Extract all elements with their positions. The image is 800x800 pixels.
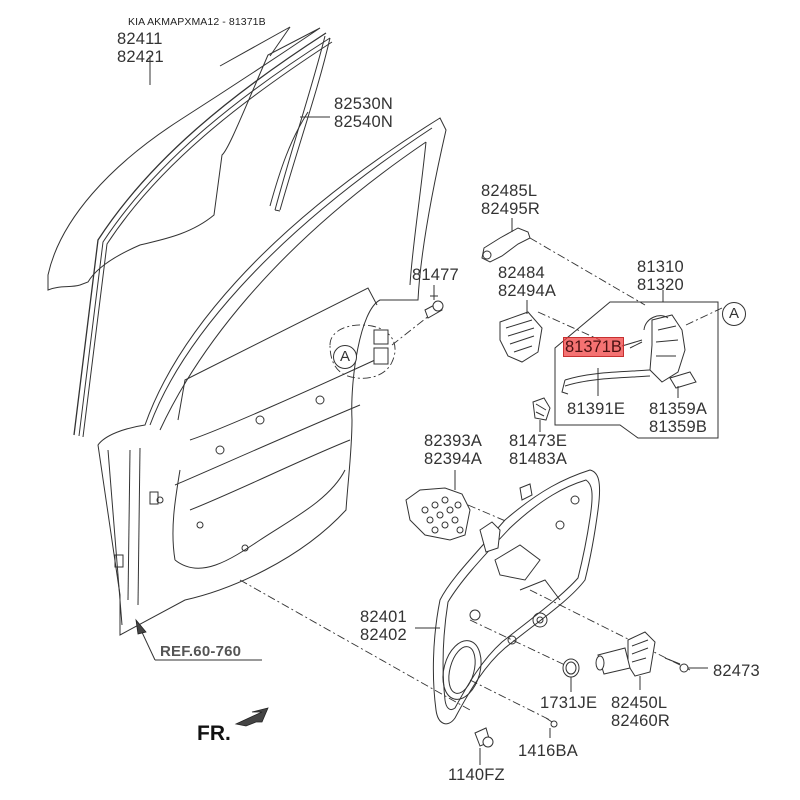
bracket-82485-drawing: [481, 218, 646, 306]
label-latch-assembly[interactable]: 81310 81320: [637, 258, 684, 294]
latch-box: [554, 290, 723, 439]
part-number[interactable]: 81359B: [649, 418, 708, 436]
label-screw-81477[interactable]: 81477: [412, 266, 459, 284]
label-bracket-82485[interactable]: 82485L 82495R: [481, 182, 540, 218]
bolt-1140-drawing: [474, 727, 494, 765]
channel-drawing: [269, 111, 309, 207]
label-cable-81391[interactable]: 81391E: [567, 400, 625, 418]
part-number[interactable]: 82530N: [334, 95, 393, 113]
detail-a-region: [329, 314, 431, 379]
label-bolt-82473[interactable]: 82473: [713, 662, 760, 680]
plug-drawing: [562, 658, 580, 692]
screw-81477-drawing: [424, 285, 444, 319]
glass-run-drawing: [73, 32, 333, 438]
bolt-82473-drawing: [664, 657, 708, 673]
reference-link[interactable]: REF.60-760: [160, 643, 242, 660]
part-number[interactable]: 82473: [713, 662, 760, 680]
part-number[interactable]: 82495R: [481, 200, 540, 218]
part-number[interactable]: 82411: [117, 30, 163, 48]
part-number[interactable]: 81310: [637, 258, 684, 276]
label-window-glass[interactable]: 82411 82421: [117, 30, 164, 66]
label-bolt-1140[interactable]: 1140FZ: [448, 766, 505, 784]
label-clip-1416[interactable]: 1416BA: [518, 742, 578, 760]
label-handle-bracket[interactable]: 82484 82494A: [498, 264, 556, 300]
label-pad-82393[interactable]: 82393A 82394A: [424, 432, 482, 468]
door-shell-drawing: [97, 117, 447, 636]
pad-82393-drawing: [405, 470, 516, 541]
part-number[interactable]: 82460R: [611, 712, 670, 730]
handle-bracket-drawing: [499, 300, 601, 363]
part-number[interactable]: 1416BA: [518, 742, 578, 760]
part-number[interactable]: 81483A: [509, 450, 568, 468]
part-number[interactable]: 82401: [360, 608, 407, 626]
part-number[interactable]: 82402: [360, 626, 407, 644]
part-number[interactable]: 82450L: [611, 694, 668, 712]
leader-lines: [135, 26, 643, 661]
label-actuator-81359[interactable]: 81359A 81359B: [649, 400, 707, 436]
diagram-title: KIA AKMAPXMA12 - 81371B: [128, 16, 266, 28]
module-panel-drawing: [432, 469, 691, 725]
detail-marker-a-door: A: [333, 345, 357, 369]
detail-marker-a-latch: A: [722, 302, 746, 326]
label-module-panel[interactable]: 82401 82402: [360, 608, 407, 644]
front-indicator: FR.: [197, 722, 231, 745]
part-number[interactable]: 82394A: [424, 450, 483, 468]
part-number[interactable]: 81320: [637, 276, 684, 294]
part-number[interactable]: 81359A: [649, 400, 708, 418]
part-number[interactable]: 81477: [412, 266, 459, 284]
window-glass-drawing: [47, 27, 321, 291]
part-number[interactable]: 82494A: [498, 282, 557, 300]
front-arrow-icon: [234, 707, 269, 727]
part-number[interactable]: 82393A: [424, 432, 483, 450]
label-striker-81473[interactable]: 81473E 81483A: [509, 432, 567, 468]
part-number[interactable]: 81391E: [567, 400, 626, 418]
label-glass-run[interactable]: 82530N 82540N: [334, 95, 393, 131]
assembly-line: [239, 579, 471, 711]
highlighted-part-81371b[interactable]: 81371B: [563, 337, 624, 357]
part-number[interactable]: 82485L: [481, 182, 538, 200]
label-plug-1731[interactable]: 1731JE: [540, 694, 597, 712]
part-number[interactable]: 82540N: [334, 113, 393, 131]
part-number[interactable]: 82484: [498, 264, 545, 282]
part-number[interactable]: 81473E: [509, 432, 568, 450]
striker-drawing: [532, 397, 551, 432]
part-number[interactable]: 1140FZ: [448, 766, 505, 784]
regulator-motor-drawing: [595, 631, 656, 690]
part-number[interactable]: 82421: [117, 48, 164, 66]
part-number[interactable]: 1731JE: [540, 694, 598, 712]
label-regulator-motor[interactable]: 82450L 82460R: [611, 694, 670, 730]
clip-drawing: [545, 717, 558, 738]
